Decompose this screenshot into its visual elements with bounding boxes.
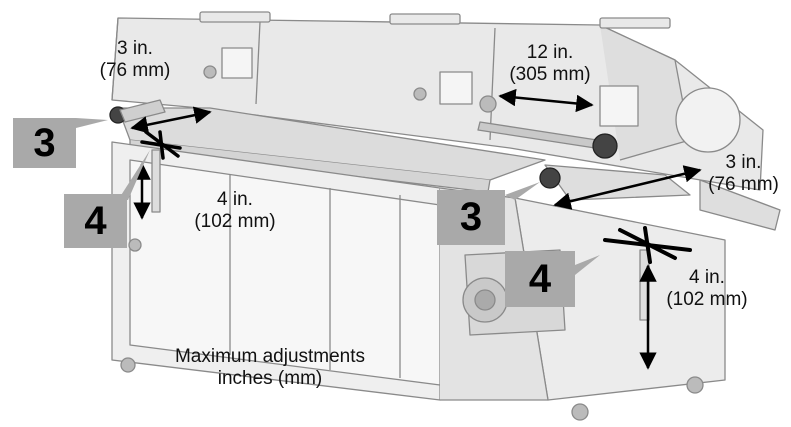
dimension-label-line1: 3 in. bbox=[117, 38, 153, 59]
dimension-label-4in-left: 4 in. (102 mm) bbox=[180, 189, 290, 233]
dimension-label-line2: (102 mm) bbox=[666, 289, 748, 310]
callout-3-left: 3 bbox=[13, 118, 76, 168]
caption-line2: inches (mm) bbox=[217, 368, 323, 389]
dimension-label-4in-right: 4 in. (102 mm) bbox=[652, 267, 762, 311]
dimension-arrows bbox=[130, 88, 702, 370]
dimension-label-line1: 12 in. bbox=[526, 42, 574, 63]
caption-line1: Maximum adjustments bbox=[174, 346, 366, 367]
callout-3-right: 3 bbox=[437, 190, 505, 245]
spider-handle-right-icon bbox=[603, 226, 692, 264]
dimension-label-line2: (305 mm) bbox=[509, 64, 591, 85]
dimension-label-line2: (76 mm) bbox=[708, 174, 779, 195]
callout-4-right: 4 bbox=[505, 251, 575, 307]
dimension-label-line2: (102 mm) bbox=[194, 211, 276, 232]
dimension-label-line1: 3 in. bbox=[725, 152, 762, 173]
arrow-3in-right bbox=[553, 165, 702, 210]
dimension-label-line2: (76 mm) bbox=[99, 60, 171, 81]
dimension-label-3in-top: 3 in. (76 mm) bbox=[70, 38, 200, 82]
dimension-label-12in: 12 in. (305 mm) bbox=[485, 42, 615, 86]
spider-handle-left-icon bbox=[140, 130, 182, 160]
caption: Maximum adjustments inches (mm) bbox=[145, 346, 395, 390]
arrow-12in bbox=[498, 88, 594, 113]
dimension-label-line1: 4 in. bbox=[217, 189, 253, 210]
callout-4-left: 4 bbox=[64, 194, 127, 248]
dimension-label-line1: 4 in. bbox=[689, 267, 725, 288]
arrow-3in-left bbox=[130, 106, 212, 134]
dimension-label-3in-right: 3 in. (76 mm) bbox=[696, 152, 791, 196]
callout-leaders bbox=[76, 118, 600, 275]
